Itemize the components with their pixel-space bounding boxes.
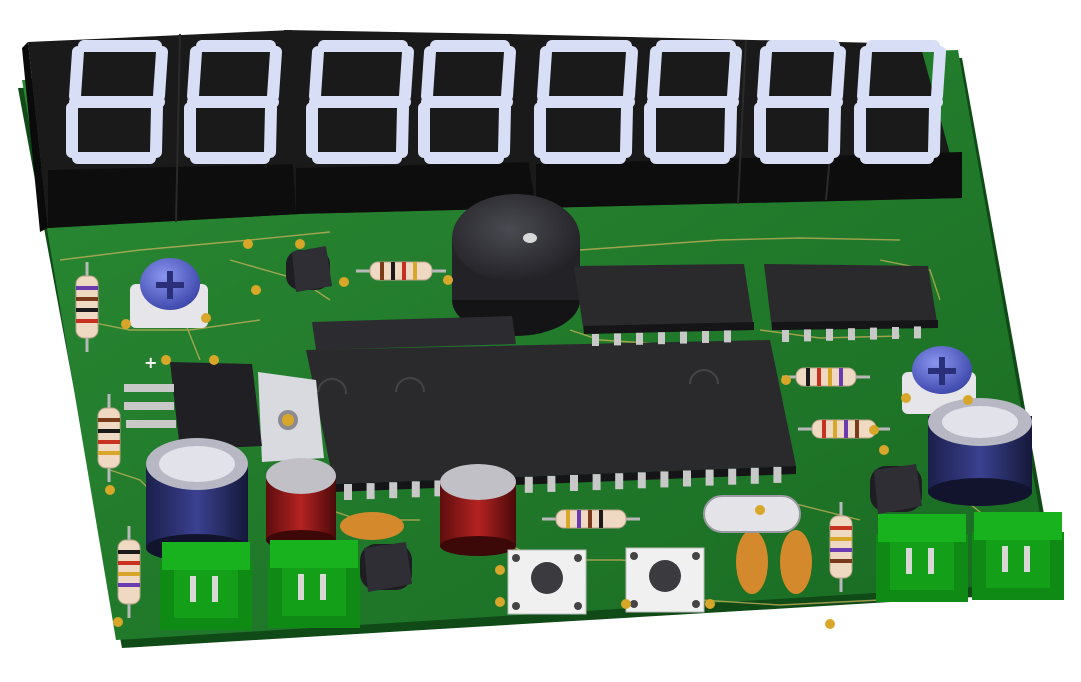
solder-pad [901, 393, 911, 403]
electrolytic-cap-red-left [266, 458, 336, 550]
solder-pad [705, 599, 715, 609]
solder-pad [443, 275, 453, 285]
solder-pad [209, 355, 219, 365]
mcu-pin [728, 468, 737, 485]
transistor-top [286, 246, 332, 292]
mcu-pin [750, 467, 759, 484]
transistor-right [870, 464, 922, 514]
resistor-6 [97, 394, 121, 482]
display-module-center [284, 30, 536, 214]
mcu-pin [366, 483, 375, 500]
electrolytic-cap-blue-right [928, 398, 1032, 506]
resistor-1 [356, 261, 446, 281]
mcu-pin [434, 480, 443, 497]
mcu-pin [660, 471, 669, 488]
mcu-pin [570, 475, 578, 491]
solder-pad [781, 375, 791, 385]
ic-pin [702, 331, 709, 343]
solder-pad [755, 505, 765, 515]
solder-pad [251, 285, 261, 295]
transistor-bottom-left [360, 542, 412, 592]
solder-pad [869, 425, 879, 435]
ceramic-cap-right-2 [780, 530, 812, 594]
ic-pin [680, 331, 687, 344]
mcu-pin [773, 466, 782, 483]
digit-2 [184, 40, 282, 164]
mcu-pin [637, 472, 646, 489]
solder-pad [121, 319, 131, 329]
mcu-pin [683, 470, 691, 487]
mcu-pin [524, 476, 533, 493]
ic-pin [826, 328, 833, 341]
solder-pad [621, 599, 631, 609]
ic-pin [724, 330, 731, 343]
solder-pad [113, 617, 123, 627]
buzzer-hole [523, 233, 537, 243]
resistor-7 [117, 526, 141, 618]
push-button-right [625, 547, 705, 613]
ceramic-cap-right-1 [736, 530, 768, 594]
solder-pad [295, 239, 305, 249]
display-digits [66, 40, 946, 164]
trimmer-pot-left [130, 258, 208, 328]
mcu-pin [547, 475, 556, 492]
solder-pad [495, 597, 505, 607]
solder-pad [339, 277, 349, 287]
solder-pad [243, 239, 253, 249]
digit-8 [854, 40, 946, 164]
polarity-plus-mark: + [144, 353, 157, 372]
chip-notch-left [395, 377, 425, 393]
solder-pad [825, 619, 835, 629]
mcu-pin [344, 484, 352, 500]
ic-pin [636, 332, 643, 345]
mcu-pin [705, 469, 714, 486]
mcu-pin [389, 482, 398, 499]
ic-dip14-right [764, 264, 938, 342]
voltage-regulator [124, 362, 324, 462]
ic-pin [614, 333, 621, 346]
connector-2pin-4 [972, 512, 1064, 600]
resistor-4 [542, 509, 640, 529]
display-module-left [22, 30, 300, 232]
ic-dip14-left [574, 264, 754, 346]
ic-pin [592, 334, 599, 346]
mcu-pin [592, 474, 601, 491]
solder-pad [201, 313, 211, 323]
digit-5 [534, 40, 638, 164]
ic-pin [848, 328, 855, 341]
connector-2pin-2 [268, 540, 360, 628]
ic-pin [870, 327, 877, 340]
connector-2pin-1 [160, 542, 252, 630]
ic-pin [782, 330, 789, 342]
mcu-pin [615, 473, 624, 490]
ic-pin [658, 332, 665, 345]
digit-6 [644, 40, 742, 164]
resistor-2 [782, 367, 870, 387]
digit-4 [418, 40, 516, 164]
ic-pin [892, 327, 899, 339]
solder-pad [161, 355, 171, 365]
push-button-left [507, 549, 587, 615]
solder-pad [963, 395, 973, 405]
solder-pad [879, 445, 889, 455]
digit-1 [66, 40, 168, 164]
connector-2pin-3 [876, 514, 968, 602]
mcu-pin [411, 481, 420, 498]
buzzer [452, 194, 580, 336]
digit-3 [306, 40, 414, 164]
resistor-8 [829, 502, 853, 592]
resistor-5 [75, 262, 99, 352]
digit-7 [754, 40, 846, 164]
solder-pad [495, 565, 505, 575]
ic-pin [804, 329, 811, 342]
solder-pad [105, 485, 115, 495]
chip-notch-right [689, 369, 719, 385]
trimmer-pot-right [902, 346, 976, 414]
ic-pin [914, 326, 921, 339]
crystal-oscillator [703, 495, 801, 533]
ceramic-cap-left [340, 512, 404, 540]
electrolytic-cap-red-center [440, 464, 516, 556]
